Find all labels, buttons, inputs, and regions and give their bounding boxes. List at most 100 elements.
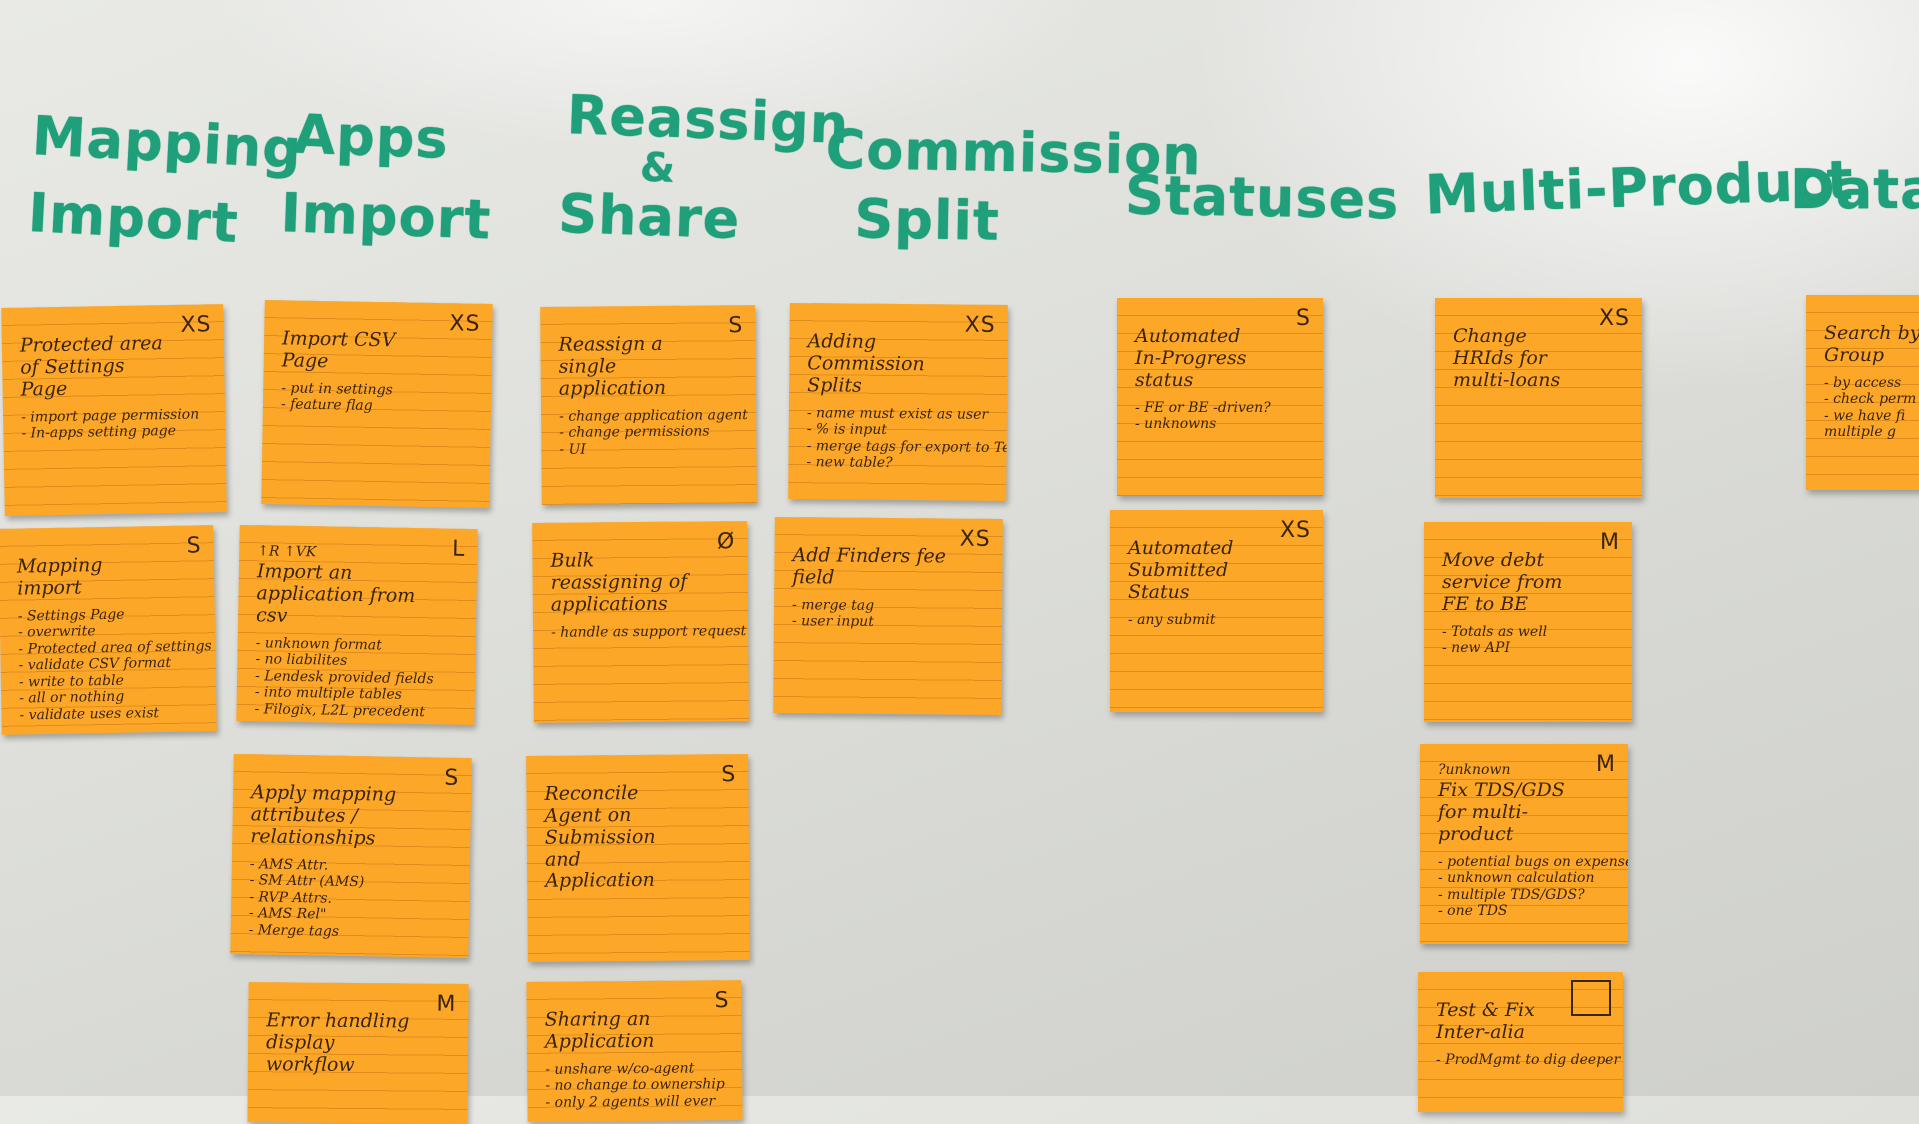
header-line: Reassign <box>565 83 851 156</box>
bullet: - no change to ownership <box>545 1076 725 1094</box>
bullet: - ProdMgmt to dig deeper <box>1436 1051 1621 1068</box>
note-title: Apply mapping attributes / relationships <box>250 781 397 850</box>
sticky-note[interactable]: L ↑R ↑VK Import an application from csv … <box>236 524 478 726</box>
bullet: - one TDS <box>1438 903 1508 920</box>
sticky-note[interactable]: S Reconcile Agent on Submission and Appl… <box>526 754 750 962</box>
bullet: - handle as support request <box>551 622 747 641</box>
bullet: - Totals as well <box>1442 623 1548 640</box>
note-title: Adding Commission Splits <box>807 330 925 397</box>
note-prefix: ?unknown <box>1438 762 1511 778</box>
note-title: Add Finders fee field <box>792 544 947 589</box>
bullet: - change application agent <box>559 406 748 425</box>
bullet: - merge tags for export to Textengy <box>806 437 1008 456</box>
bullet: - Merge tags <box>248 921 340 940</box>
sticky-note[interactable]: M Error handling display workflow <box>247 982 469 1124</box>
bullet: - FE or BE -driven? <box>1135 399 1271 416</box>
size-badge: M <box>1600 530 1620 555</box>
note-title: Bulk reassigning of applications <box>550 549 688 616</box>
bullet: - % is input <box>806 421 887 438</box>
sticky-note[interactable]: XS Add Finders fee field - merge tag - u… <box>773 517 1003 715</box>
checkbox-icon <box>1571 980 1611 1016</box>
note-bullets: - merge tag - user input <box>792 597 988 632</box>
note-title: Reassign a single application <box>558 332 667 400</box>
sticky-note[interactable]: S Automated In-Progress status - FE or B… <box>1117 298 1323 496</box>
note-title: Automated In-Progress status <box>1135 325 1247 391</box>
note-bullets: - FE or BE -driven? - unknowns <box>1135 400 1309 433</box>
header-line: Share <box>557 181 742 251</box>
sticky-note[interactable]: S Reassign a single application - change… <box>540 305 757 505</box>
note-bullets: - name must exist as user - % is input -… <box>806 404 1008 473</box>
note-title: Sharing an Application <box>544 1007 655 1053</box>
sticky-note[interactable]: XS Automated Submitted Status - any subm… <box>1110 510 1323 712</box>
note-title: Search by Group <box>1824 322 1919 366</box>
bullet: - In-apps setting page <box>21 422 177 442</box>
size-badge: L <box>451 536 466 562</box>
bullet: - any submit <box>1128 611 1216 628</box>
bullet: - unknowns <box>1135 416 1217 433</box>
note-title: Mapping import <box>16 554 103 600</box>
size-badge: XS <box>1279 518 1311 543</box>
column-header-apps-import: Apps Import <box>280 103 495 252</box>
sticky-note[interactable]: Ø Bulk reassigning of applications - han… <box>532 521 749 723</box>
sticky-note[interactable]: XS Change HRIds for multi-loans <box>1435 298 1642 498</box>
size-badge: S <box>721 762 737 788</box>
note-title: Protected area of Settings Page <box>19 332 163 401</box>
size-badge: S <box>444 765 460 791</box>
sticky-note[interactable]: S Sharing an Application - unshare w/co-… <box>526 980 743 1122</box>
note-bullets: - handle as support request <box>551 622 747 641</box>
note-bullets: - import page permission - In-apps setti… <box>21 406 212 442</box>
note-title: Automated Submitted Status <box>1128 537 1234 603</box>
sticky-note[interactable]: S Apply mapping attributes / relationshi… <box>230 753 472 959</box>
column-header-reassign-share: Reassign & Share <box>557 83 851 252</box>
bullet: - feature flag <box>280 396 373 415</box>
header-line: Import <box>279 180 493 252</box>
column-header-data: Data E <box>1790 158 1919 221</box>
bullet: - UI <box>559 441 586 458</box>
bullet: - by access <box>1824 374 1902 391</box>
note-title: Fix TDS/GDS for multi-product <box>1438 779 1565 845</box>
note-bullets: - any submit <box>1128 612 1309 629</box>
note-title: Reconcile Agent on Submission and Applic… <box>544 781 656 893</box>
bullet: - unknown calculation <box>1438 870 1595 887</box>
bullet: - we have fi <box>1824 407 1906 424</box>
note-title: Change HRIds for multi-loans <box>1453 325 1561 391</box>
sticky-note[interactable]: XS Import CSV Page - put in settings - f… <box>261 300 493 508</box>
header-line: Data E <box>1790 158 1919 221</box>
header-line: Mapping <box>30 104 304 182</box>
sticky-note[interactable]: XS Protected area of Settings Page - imp… <box>1 304 227 516</box>
size-badge: Ø <box>716 529 736 555</box>
size-badge: XS <box>959 526 991 552</box>
sticky-note[interactable]: S Mapping import - Settings Page - overw… <box>0 525 217 735</box>
note-title: Error handling display workflow <box>265 1009 410 1076</box>
bullet: - Filogix, L2L precedent <box>254 700 426 720</box>
note-bullets: - AMS Attr. - SM Attr (AMS) - RVP Attrs.… <box>249 856 456 942</box>
bullet: - merge tag <box>792 596 875 614</box>
sticky-note[interactable]: XS Adding Commission Splits - name must … <box>788 303 1008 501</box>
column-header-mapping-import: Mapping Import <box>26 104 304 255</box>
note-bullets: - Totals as well - new API <box>1442 624 1618 657</box>
bullet: multiple g <box>1824 424 1897 441</box>
size-badge: M <box>436 991 457 1017</box>
sticky-note[interactable]: Search by Group - by access - check perm… <box>1806 295 1919 490</box>
size-badge: XS <box>449 311 481 337</box>
bullet: - import page permission <box>20 406 200 426</box>
bullet: - Protected area of settings UI <box>18 637 217 658</box>
note-title: Import an application from csv <box>255 560 416 627</box>
bullet: - new table? <box>806 454 893 472</box>
size-badge: XS <box>1598 306 1630 331</box>
bullet: - validate uses exist <box>19 704 160 724</box>
header-line: Import <box>26 180 241 255</box>
note-bullets: - unshare w/co-agent - no change to owne… <box>545 1060 728 1111</box>
sticky-note[interactable]: M Move debt service from FE to BE - Tota… <box>1424 522 1632 722</box>
note-bullets: - potential bugs on expenses - unknown c… <box>1438 854 1628 920</box>
size-badge: S <box>186 533 202 559</box>
bullet: - name must exist as user <box>806 404 989 423</box>
bullet: - check perm <box>1824 391 1917 408</box>
bullet: - multiple TDS/GDS? <box>1438 886 1585 903</box>
sticky-note[interactable]: Test & Fix Inter-alia - ProdMgmt to dig … <box>1418 972 1623 1112</box>
note-title: Test & Fix Inter-alia <box>1436 999 1535 1043</box>
size-badge: S <box>1296 306 1311 331</box>
column-header-statuses: Statuses <box>1124 164 1399 232</box>
sticky-note[interactable]: M ?unknown Fix TDS/GDS for multi-product… <box>1420 744 1628 944</box>
